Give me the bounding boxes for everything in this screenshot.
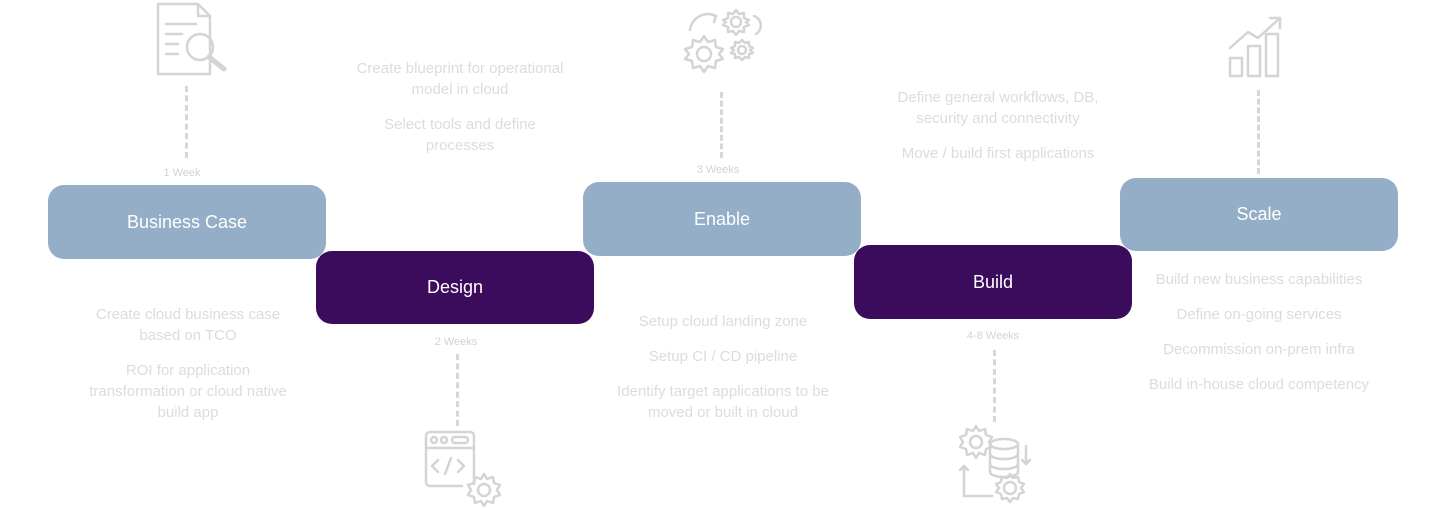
description-item: Select tools and define processes bbox=[384, 116, 536, 154]
phase-scale: Scale bbox=[1120, 178, 1398, 251]
connector-line bbox=[993, 350, 996, 422]
description-item: ROI for application transformation or cl… bbox=[89, 362, 287, 421]
growth-chart-icon bbox=[1224, 12, 1294, 82]
description-item: Create cloud business case based on TCO bbox=[95, 306, 281, 344]
connector-line bbox=[1257, 90, 1260, 174]
description-item: Build in-house cloud competency bbox=[1148, 376, 1370, 393]
phase-duration: 3 Weeks bbox=[696, 164, 740, 176]
phase-enable: Enable bbox=[583, 182, 861, 256]
description-item: Setup CI / CD pipeline bbox=[648, 348, 798, 365]
phase-build: Build bbox=[854, 245, 1132, 319]
description-item: Setup cloud landing zone bbox=[638, 313, 808, 330]
description-item: Identify target applications to be moved… bbox=[617, 383, 829, 421]
connector-line bbox=[185, 86, 188, 158]
description-item: Define on-going services bbox=[1176, 306, 1342, 323]
description-item: Decommission on-prem infra bbox=[1163, 341, 1355, 358]
phase-description: Create blueprint for operational model i… bbox=[350, 58, 570, 170]
phase-description: Define general workflows, DB, security a… bbox=[888, 87, 1108, 178]
phase-duration: 2 Weeks bbox=[434, 336, 478, 348]
description-item: Create blueprint for operational model i… bbox=[356, 60, 564, 98]
phase-description: Setup cloud landing zone Setup CI / CD p… bbox=[613, 311, 833, 437]
code-window-gear-icon bbox=[418, 428, 508, 512]
phase-description: Create cloud business case based on TCO … bbox=[78, 304, 298, 437]
description-item: Build new business capabilities bbox=[1155, 271, 1363, 288]
gears-icon bbox=[682, 6, 762, 86]
database-gears-icon bbox=[954, 424, 1038, 504]
document-search-icon bbox=[152, 0, 236, 80]
phase-description: Build new business capabilities Define o… bbox=[1146, 269, 1372, 409]
phase-duration: 1 Week bbox=[163, 167, 201, 179]
phase-business-case: Business Case bbox=[48, 185, 326, 259]
description-item: Move / build first applications bbox=[901, 145, 1095, 162]
phase-duration: 4-8 Weeks bbox=[966, 330, 1020, 342]
connector-line bbox=[456, 354, 459, 426]
phase-design: Design bbox=[316, 251, 594, 324]
connector-line bbox=[720, 92, 723, 158]
description-item: Define general workflows, DB, security a… bbox=[897, 89, 1099, 127]
